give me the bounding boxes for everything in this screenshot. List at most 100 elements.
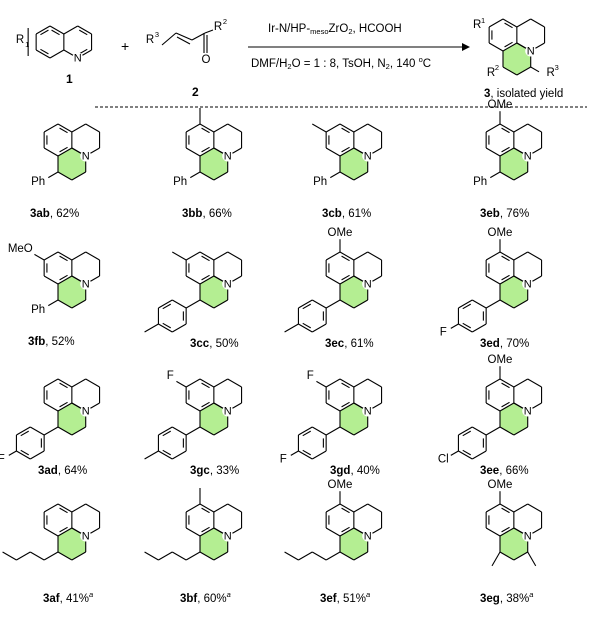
- alkyl-bond: [16, 551, 31, 561]
- double-bond: [341, 274, 350, 281]
- compound-yield: , 40%: [350, 465, 380, 477]
- alkyl-bond: [43, 551, 59, 561]
- conditions-line-2: DMF/H2O = 1 : 8, TsOH, N2, 140 oC: [251, 55, 432, 71]
- benzene-bond: [57, 402, 73, 412]
- methoxy-label: MeO: [8, 243, 33, 255]
- green-ring-fill: [503, 43, 531, 75]
- n-label-mask: [222, 278, 234, 290]
- aryl-bond: [298, 426, 313, 436]
- phenyl-label: Ph: [173, 176, 187, 188]
- compound-yield: , 41%: [59, 593, 90, 605]
- n-label-mask: [80, 530, 92, 542]
- nitrogen-label: N: [364, 405, 372, 417]
- methyl-bond: [144, 450, 159, 460]
- bond: [34, 253, 45, 261]
- benzene-bond: [43, 275, 59, 285]
- double-bond: [462, 449, 472, 456]
- double-bond: [501, 382, 510, 389]
- benzene-bond: [325, 123, 341, 133]
- alkyl-bond: [312, 551, 327, 561]
- benzene-bond: [339, 402, 355, 412]
- bond: [63, 25, 78, 35]
- n-label-mask: [362, 150, 374, 162]
- double-bond: [201, 382, 210, 389]
- alkyl-bond: [158, 551, 173, 561]
- r1-label: R: [473, 19, 481, 31]
- ring-bond: [199, 171, 215, 181]
- nitrogen-label: N: [82, 150, 90, 162]
- compound-caption: 3fb, 52%: [28, 336, 75, 348]
- benzene-bond: [485, 147, 501, 157]
- nitrogen-label: N: [524, 150, 532, 162]
- bond: [450, 323, 459, 329]
- green-ring-fill: [200, 528, 228, 560]
- double-bond: [501, 255, 510, 262]
- double-bond: [162, 430, 172, 437]
- double-bond: [501, 401, 510, 408]
- aryl-bond: [298, 450, 313, 460]
- methoxy-label: OMe: [488, 354, 513, 366]
- compound-id: 3cc: [190, 338, 210, 350]
- nitrogen-label: N: [82, 405, 90, 417]
- r3-label-index: 3: [155, 30, 159, 39]
- alkyl-bond: [144, 551, 159, 561]
- compound-id: 3gc: [190, 465, 210, 477]
- n-label-mask: [362, 405, 374, 417]
- benzene-bond: [325, 527, 341, 537]
- benzene-bond: [325, 378, 341, 388]
- benzene-bond: [199, 251, 215, 261]
- double-bond: [78, 29, 88, 36]
- aryl-bond: [472, 299, 487, 309]
- ring-bond: [213, 378, 228, 388]
- compound-id: 3ee: [480, 465, 500, 477]
- compound-id: 3ed: [480, 338, 500, 350]
- julolidine-core: NFF: [280, 370, 383, 466]
- nitrogen-label: N: [224, 405, 232, 417]
- footnote-mark: a: [366, 590, 371, 599]
- green-ring-fill: [500, 403, 528, 435]
- benzene-bond: [43, 527, 59, 537]
- n-label-mask: [522, 405, 534, 417]
- compound-caption: 3af, 41%a: [43, 590, 93, 605]
- oxygen-label: O: [202, 54, 211, 66]
- ring-bond: [339, 299, 355, 309]
- n-label-mask: [362, 530, 374, 542]
- ring-bond: [502, 66, 518, 76]
- bond: [77, 25, 92, 35]
- n-label-mask: [80, 150, 92, 162]
- green-ring-fill: [58, 403, 86, 435]
- compound-caption: 3gd, 40%: [330, 465, 380, 477]
- fluoro-label: F: [280, 454, 287, 466]
- ring-bond: [499, 426, 515, 436]
- ring-bond: [199, 551, 215, 561]
- green-ring-fill: [500, 148, 528, 180]
- double-bond: [504, 41, 513, 48]
- ring-bond: [71, 299, 86, 309]
- ring-bond: [57, 299, 73, 309]
- reagent-2-number: 2: [192, 85, 199, 99]
- ring-bond: [513, 251, 528, 261]
- benzene-bond: [325, 251, 341, 261]
- aryl-bond: [312, 450, 327, 460]
- ring-bond: [213, 299, 228, 309]
- compound-id: 3bb: [182, 208, 203, 220]
- n-label-mask: [80, 405, 92, 417]
- alkyl-bond: [185, 551, 201, 561]
- benzene-bond: [57, 275, 73, 285]
- bond: [48, 299, 59, 307]
- compound-caption: 3bf, 60%a: [180, 590, 231, 605]
- benzene-bond: [499, 251, 515, 261]
- double-bond: [302, 303, 312, 310]
- compound-caption: 3ef, 51%a: [320, 590, 370, 605]
- double-bond: [59, 526, 68, 533]
- double-bond: [302, 322, 312, 329]
- reagent-1-number: 1: [66, 72, 73, 86]
- ring-bond: [57, 426, 73, 436]
- julolidine-core: NPh: [31, 123, 101, 188]
- nitrogen-label: N: [524, 405, 532, 417]
- aryl-bond: [172, 450, 187, 460]
- green-ring-fill: [58, 148, 86, 180]
- ring-bond: [85, 503, 100, 513]
- benzene-bond: [43, 123, 59, 133]
